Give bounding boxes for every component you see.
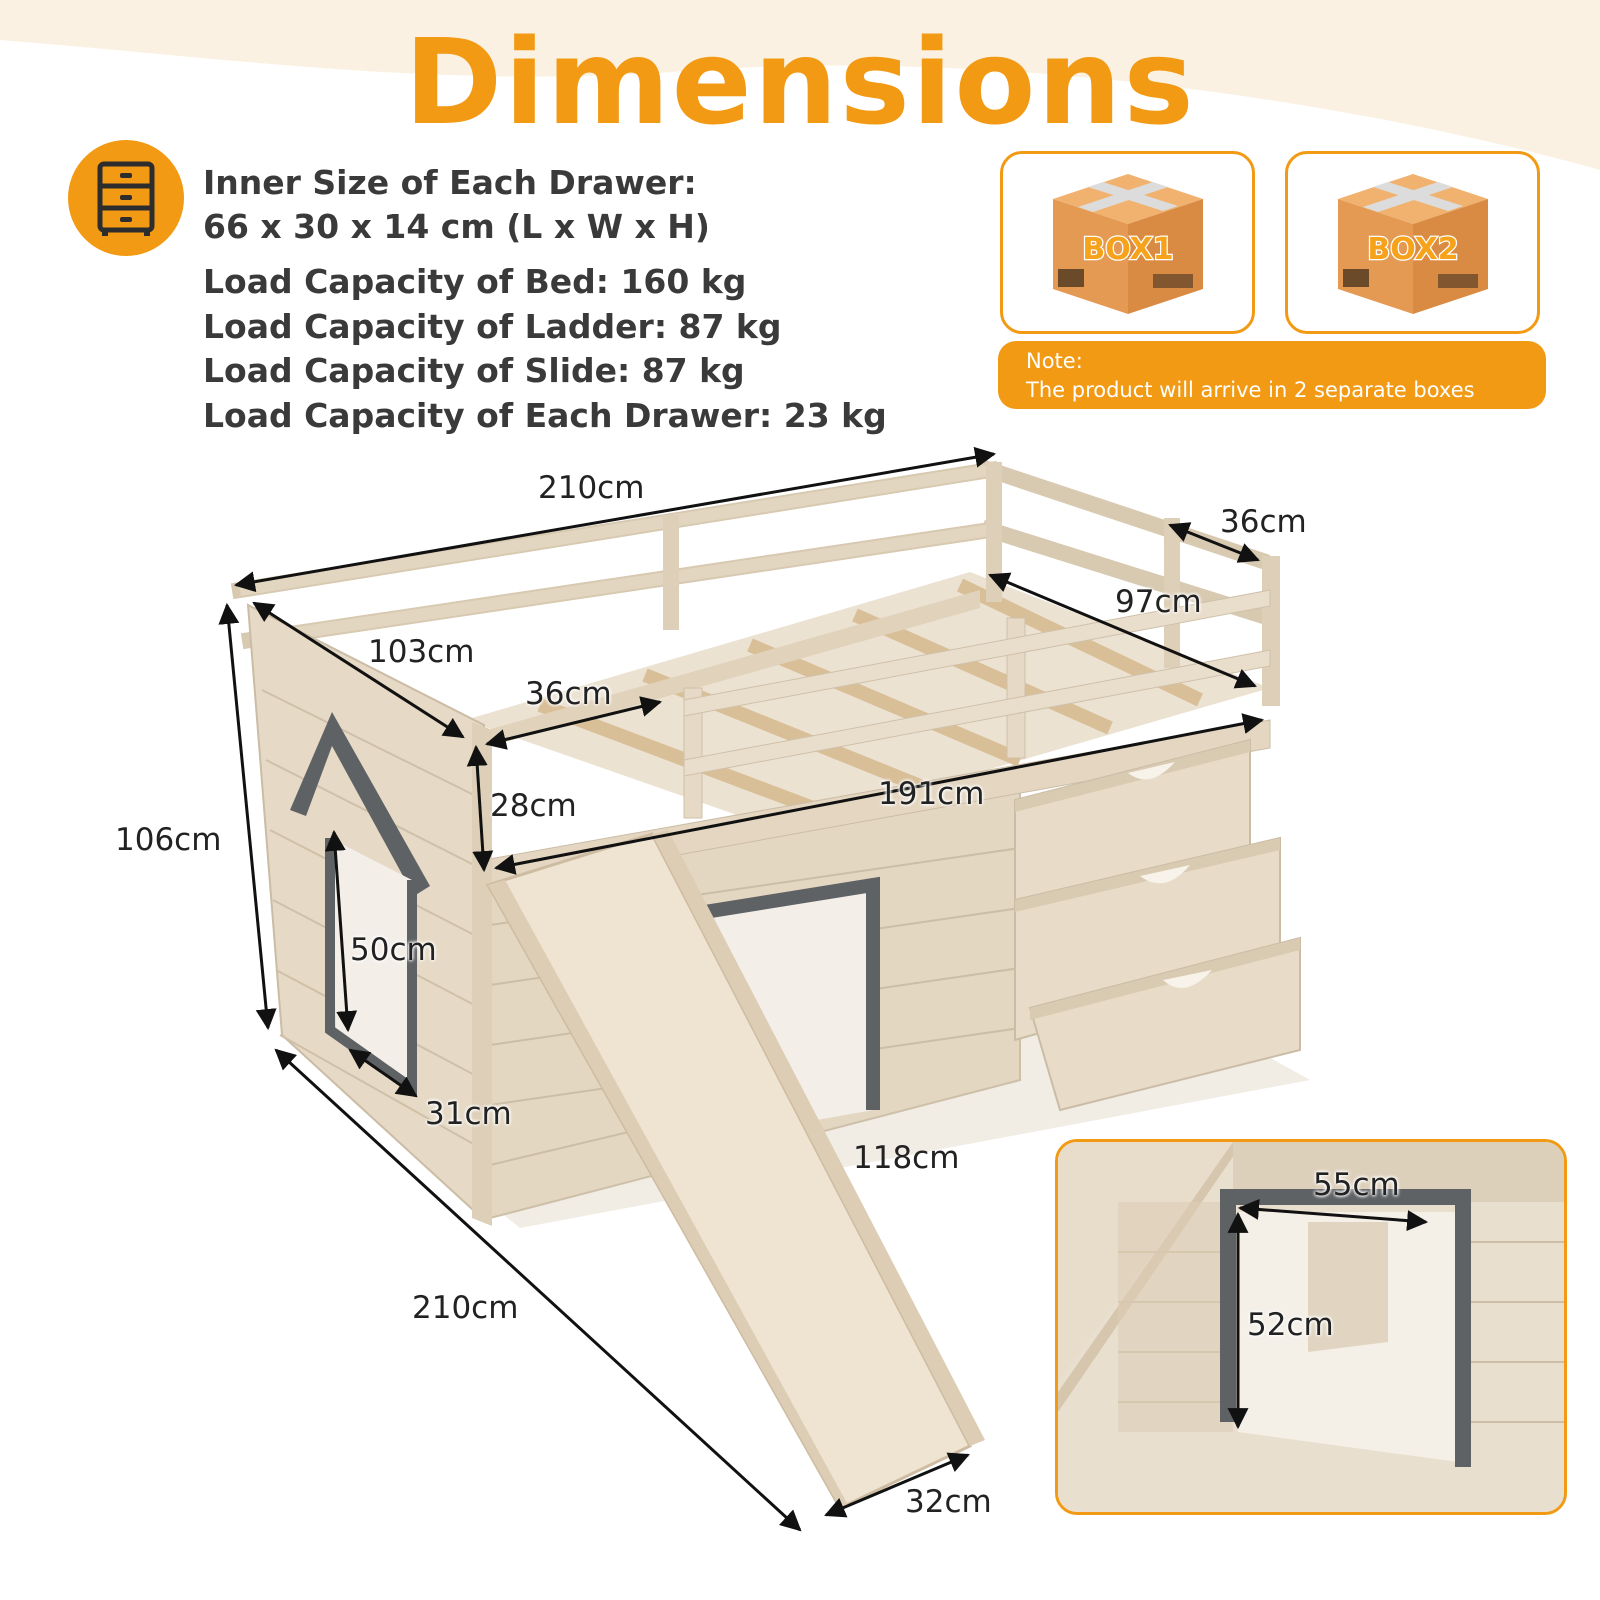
note-heading: Note: — [1026, 349, 1083, 373]
box2-card: BOX2 — [1285, 151, 1540, 334]
box1-label: BOX1 — [1082, 232, 1173, 267]
page-title: Dimensions — [404, 13, 1196, 151]
dim-slide-width: 32cm — [905, 1484, 992, 1520]
box1-card: BOX1 — [1000, 151, 1255, 334]
dim-window-width: 31cm — [425, 1096, 512, 1132]
drawer-cabinet-icon — [97, 161, 155, 236]
dim-guard-length: 97cm — [1115, 584, 1202, 620]
dim-top-length: 210cm — [538, 470, 645, 506]
bed-load-capacity: Load Capacity of Bed: 160 kg — [203, 262, 747, 301]
note-text: The product will arrive in 2 separate bo… — [1026, 378, 1475, 402]
drawer-size-label: Inner Size of Each Drawer: — [203, 163, 697, 202]
drawer-size-value: 66 x 30 x 14 cm (L x W x H) — [203, 207, 710, 246]
door-detail-illustration — [1058, 1142, 1564, 1512]
dim-slide-length: 118cm — [853, 1140, 960, 1176]
dim-total-height: 106cm — [115, 822, 222, 858]
dim-door-width: 55cm — [1313, 1167, 1400, 1203]
shipping-note: Note: The product will arrive in 2 separ… — [998, 341, 1546, 409]
box2-label: BOX2 — [1367, 232, 1458, 267]
dim-guard-height: 28cm — [490, 788, 577, 824]
ladder-load-capacity: Load Capacity of Ladder: 87 kg — [203, 307, 782, 346]
dim-bed-width: 103cm — [368, 634, 475, 670]
drawer-load-capacity: Load Capacity of Each Drawer: 23 kg — [203, 396, 887, 435]
dim-door-height: 52cm — [1247, 1307, 1334, 1343]
cardboard-box-icon: BOX2 — [1338, 174, 1488, 314]
cardboard-box-icon: BOX1 — [1053, 174, 1203, 314]
dim-end-width: 36cm — [1220, 504, 1307, 540]
drawer-badge — [68, 140, 184, 256]
dim-inner-length: 191cm — [878, 776, 985, 812]
dim-opening-width: 36cm — [525, 676, 612, 712]
dim-window-height: 50cm — [350, 932, 437, 968]
slide-load-capacity: Load Capacity of Slide: 87 kg — [203, 351, 745, 390]
dim-bottom-length: 210cm — [412, 1290, 519, 1326]
door-detail-inset — [1055, 1139, 1567, 1515]
